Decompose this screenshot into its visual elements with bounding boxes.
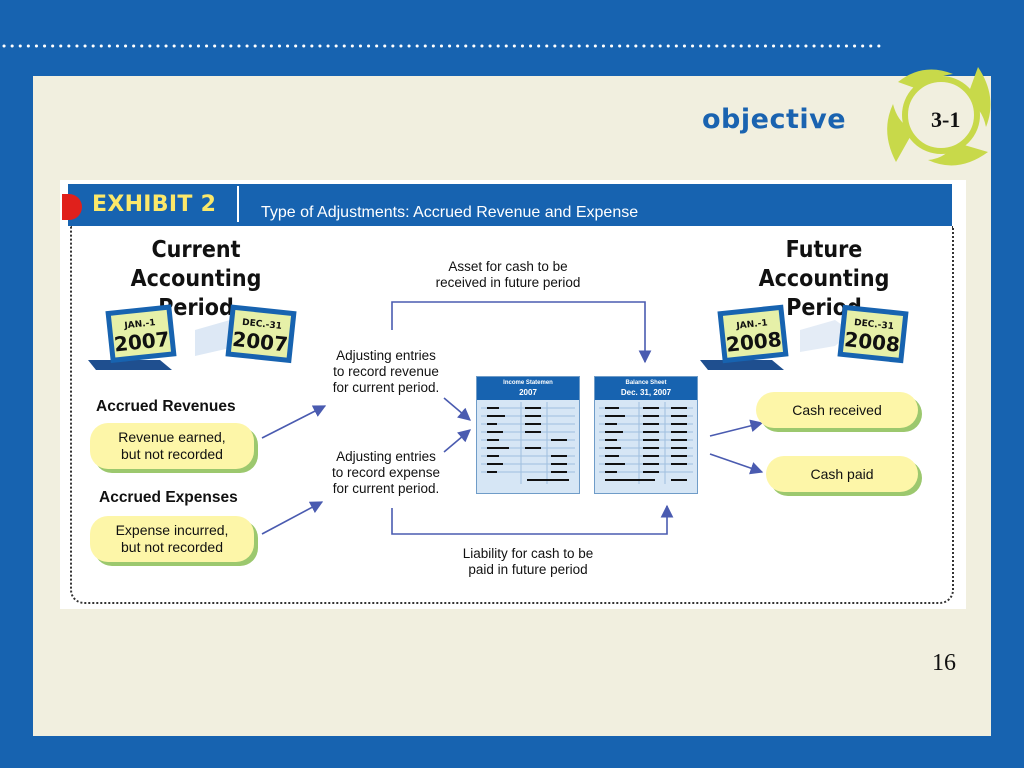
page-number: 16 <box>932 650 956 676</box>
future-cal-end-year: 2008 <box>843 327 901 357</box>
liability-note-line1: Liability for cash to be <box>462 546 594 561</box>
accrued-expenses-heading: Accrued Expenses <box>99 489 238 506</box>
expense-not-recorded-box: Expense incurred, but not recorded <box>90 516 254 562</box>
arrow-adjust-exp-to-statements <box>443 429 471 453</box>
header-divider <box>237 186 239 222</box>
expense-box-line1: Expense incurred, <box>115 522 229 538</box>
cal-start-year: 2007 <box>113 327 171 357</box>
revenue-box-line1: Revenue earned, <box>118 429 226 445</box>
calendar-end-icon: DEC.-31 2007 <box>225 304 297 364</box>
exhibit-figure: EXHIBIT 2 Type of Adjustments: Accrued R… <box>60 180 966 609</box>
cal-end-label: DEC.-31 <box>242 318 283 332</box>
future-calendar-start-icon: JAN.-1 2008 <box>717 304 789 364</box>
cash-paid-box: Cash paid <box>766 456 918 492</box>
future-period-line1: Future <box>785 237 863 263</box>
balance-sheet-lines <box>599 402 693 484</box>
income-statement-title: Income Statemen <box>503 380 553 386</box>
expense-box-line2: but not recorded <box>121 539 223 555</box>
asset-note-line1: Asset for cash to be <box>448 259 568 274</box>
objective-label: objective <box>702 104 847 135</box>
future-calendar-end-icon: DEC.-31 2008 <box>837 304 909 364</box>
exhibit-subtitle: Type of Adjustments: Accrued Revenue and… <box>261 204 639 221</box>
flow-diagram: JAN.-1 2007 DEC.-31 2007 JAN.-1 2008 <box>88 301 909 535</box>
income-statement-header: Income Statemen 2007 <box>477 377 579 400</box>
balance-sheet: Balance Sheet Dec. 31, 2007 <box>594 376 698 494</box>
adjusting-expense-note: Adjusting entries to record expense for … <box>316 449 456 497</box>
cal-start-label: JAN.-1 <box>123 318 156 331</box>
objective-number: 3-1 <box>931 107 961 132</box>
asset-note: Asset for cash to be received in future … <box>408 259 608 291</box>
calendar-start-icon: JAN.-1 2007 <box>105 304 177 363</box>
future-cal-start-year: 2008 <box>725 327 783 357</box>
current-calendar-group: JAN.-1 2007 DEC.-31 2007 <box>88 304 297 370</box>
arrow-revenue-to-adjusting <box>261 405 327 439</box>
adjusting-expense-line1: Adjusting entries <box>336 449 436 464</box>
adjusting-revenue-line1: Adjusting entries <box>336 348 436 363</box>
exhibit-title: EXHIBIT 2 <box>92 192 217 217</box>
balance-sheet-header: Balance Sheet Dec. 31, 2007 <box>595 377 697 400</box>
adjusting-revenue-line3: for current period. <box>332 380 440 395</box>
arrow-adjust-rev-to-statements <box>443 397 471 421</box>
arrow-liability-path <box>391 504 674 535</box>
future-cal-end-label: DEC.-31 <box>854 318 895 332</box>
arrow-expense-to-adjusting <box>261 501 324 535</box>
arrow-to-cash-received <box>709 419 764 437</box>
revenue-not-recorded-box: Revenue earned, but not recorded <box>90 423 254 469</box>
cash-received-box: Cash received <box>756 392 918 428</box>
arrow-asset-path <box>391 301 652 364</box>
liability-note: Liability for cash to be paid in future … <box>428 546 628 578</box>
future-cal-start-label: JAN.-1 <box>735 318 768 331</box>
future-period-title: Future Accounting Period <box>725 236 923 323</box>
income-statement-lines <box>481 402 575 484</box>
adjusting-revenue-line2: to record revenue <box>333 364 439 379</box>
income-statement-sheet: Income Statemen 2007 <box>476 376 580 494</box>
adjusting-expense-line3: for current period. <box>332 481 440 496</box>
revenue-box-line2: but not recorded <box>121 446 223 462</box>
swirl-logo-icon <box>887 67 991 166</box>
balance-sheet-title: Balance Sheet <box>625 380 667 386</box>
current-period-line1: Current <box>151 237 241 263</box>
exhibit-header: EXHIBIT 2 Type of Adjustments: Accrued R… <box>62 184 952 226</box>
adjusting-revenue-note: Adjusting entries to record revenue for … <box>316 348 456 396</box>
future-calendar-group: JAN.-1 2008 DEC.-31 2008 <box>700 304 909 370</box>
arrow-to-cash-paid <box>709 453 764 475</box>
adjusting-expense-line2: to record expense <box>331 465 441 480</box>
balance-sheet-date: Dec. 31, 2007 <box>620 388 672 397</box>
income-statement-year: 2007 <box>519 388 537 397</box>
exhibit-red-tab <box>62 194 82 220</box>
exhibit-dotted-frame <box>70 226 954 604</box>
top-dotted-line <box>2 44 882 48</box>
accrued-revenues-heading: Accrued Revenues <box>96 398 236 415</box>
liability-note-line2: paid in future period <box>468 562 588 577</box>
cal-end-year: 2007 <box>231 327 289 357</box>
asset-note-line2: received in future period <box>435 275 581 290</box>
